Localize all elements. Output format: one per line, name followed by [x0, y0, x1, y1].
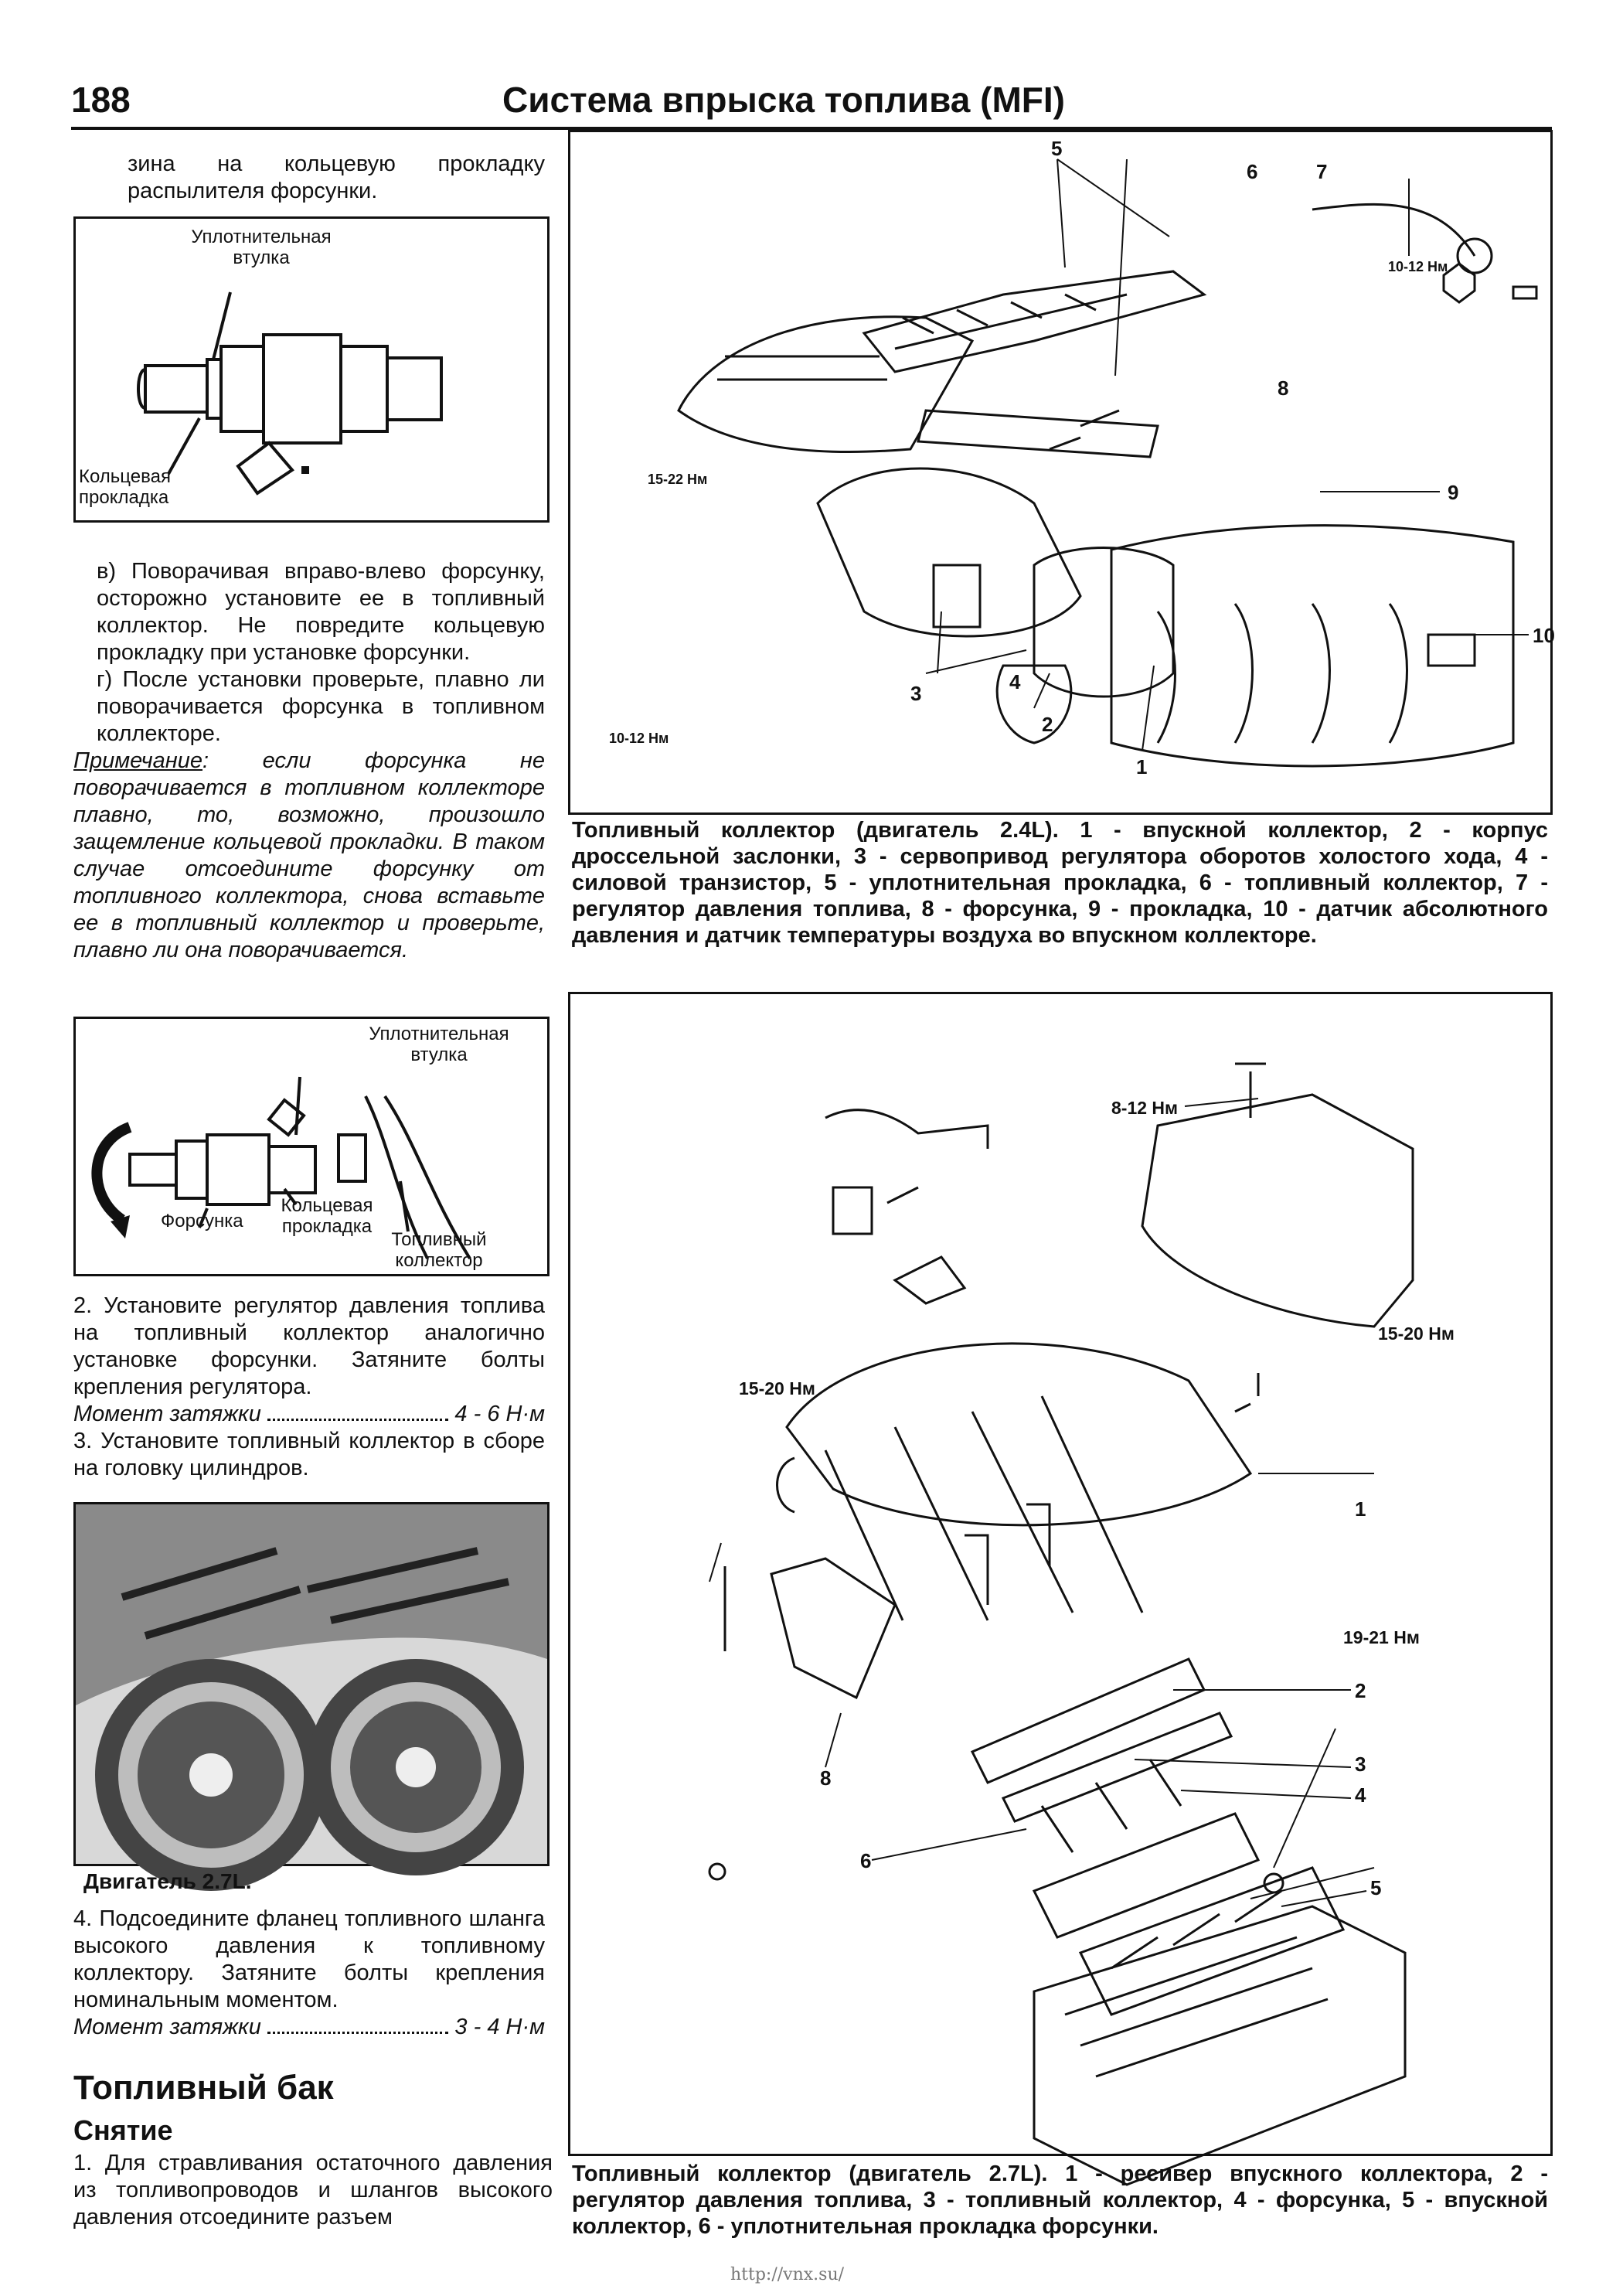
- callout-b1: 1: [1355, 1497, 1366, 1521]
- torque-label-a: 10-12 Нм: [1388, 259, 1448, 274]
- callout-9: 9: [1448, 481, 1458, 504]
- figure-fuel-rail-2-4L: 5 6 7 8 9 10 3 4 2 1 10-12 Нм 15-22 Нм 1…: [568, 130, 1555, 815]
- header-rule: [71, 127, 1552, 130]
- torque-label-f: 15-20 Нм: [739, 1378, 815, 1398]
- torque-line-2: Момент затяжки 3 - 4 Н·м: [73, 2014, 545, 2041]
- callout-b8: 8: [820, 1766, 831, 1790]
- callout-3: 3: [910, 682, 921, 705]
- callout-10: 10: [1533, 624, 1555, 647]
- dot-leader: [267, 2014, 449, 2034]
- section-title-fuel-tank: Топливный бак: [73, 2069, 334, 2107]
- engine-photo-caption: Двигатель 2.7L.: [83, 1869, 252, 1893]
- step2-block: 2. Установите регулятор давления топлива…: [73, 1293, 545, 1482]
- figure-injector-seal: Уплотнительная втулка Кольцевая прокладк…: [73, 216, 550, 523]
- label-o-ring-2: Кольцевая прокладка: [281, 1195, 373, 1237]
- note-paragraph: Примечание: если форсунка не поворачивае…: [73, 748, 545, 964]
- torque-label-d: 8-12 Нм: [1111, 1098, 1178, 1118]
- torque-label-g: 19-21 Нм: [1343, 1627, 1420, 1647]
- callout-5: 5: [1051, 137, 1062, 160]
- injector-rotation-drawing: [91, 1076, 471, 1260]
- footer-url: http://vnx.su/: [730, 2265, 845, 2284]
- note-label: Примечание: [73, 748, 203, 773]
- fuel-rail-2-4L-drawing: 5 6 7 8 9 10 3 4 2 1 10-12 Нм 15-22 Нм 1…: [609, 137, 1555, 778]
- torque-value-1: 4 - 6 Н·м: [454, 1402, 545, 1426]
- torque-line-1: Момент затяжки 4 - 6 Н·м: [73, 1401, 545, 1428]
- callout-b5: 5: [1370, 1876, 1381, 1899]
- torque-label-c: 10-12 Нм: [609, 731, 669, 746]
- torque-label-2: Момент затяжки: [73, 2015, 261, 2039]
- label-seal-bushing-2: Уплотнительная втулка: [369, 1024, 509, 1065]
- callout-7: 7: [1316, 160, 1327, 183]
- figure-injector-rotation: Уплотнительная втулка Форсунка Кольцевая…: [73, 1017, 550, 1276]
- fuel-rail-2-7L-drawing: 1 2 3 4 5 6 8 8-12 Нм 15-20 Нм 15-20 Нм …: [708, 1062, 1455, 2186]
- removal-step-1: 1. Для стравливания остаточного давления…: [73, 2151, 553, 2230]
- engine-photo-drawing: [76, 1504, 547, 1891]
- callout-8: 8: [1278, 376, 1288, 400]
- callout-1: 1: [1136, 755, 1147, 778]
- step-2: 2. Установите регулятор давления топлива…: [73, 1293, 545, 1399]
- torque-label-e: 15-20 Нм: [1378, 1323, 1455, 1344]
- step-4: 4. Подсоедините фланец топливного шланга…: [73, 1906, 545, 2012]
- callout-b6: 6: [860, 1849, 871, 1872]
- figure-engine-2-7L: [73, 1502, 550, 1891]
- callout-b4: 4: [1355, 1783, 1366, 1807]
- figure-fuel-rail-2-7L: 1 2 3 4 5 6 8 8-12 Нм 15-20 Нм 15-20 Нм …: [568, 992, 1553, 2186]
- step-3: 3. Установите топливный коллектор в сбор…: [73, 1429, 545, 1480]
- caption-fuel-rail-2-4L: Топливный коллектор (двигатель 2.4L). 1 …: [572, 818, 1548, 948]
- page-title: Система впрыска топлива (MFI): [502, 80, 1065, 120]
- label-seal-bushing: Уплотнительная втулка: [191, 227, 332, 268]
- torque-label-1: Момент затяжки: [73, 1402, 261, 1426]
- steps-v-g: в) Поворачивая вправо-влево форсунку, ос…: [73, 558, 545, 964]
- callout-b3: 3: [1355, 1753, 1366, 1776]
- callout-2: 2: [1042, 713, 1053, 736]
- callout-6: 6: [1247, 160, 1257, 183]
- label-o-ring: Кольцевая прокладка: [79, 466, 171, 508]
- note-text: : если форсунка не поворачивается в топл…: [73, 748, 545, 962]
- intro-text: зина на кольцевую прокладку распылителя …: [128, 152, 545, 203]
- callout-b2: 2: [1355, 1679, 1366, 1702]
- step-g: г) После установки проверьте, плавно ли …: [97, 667, 545, 746]
- injector-drawing: [137, 291, 443, 496]
- dot-leader: [267, 1401, 449, 1421]
- torque-value-2: 3 - 4 Н·м: [454, 2015, 545, 2039]
- step4-block: 4. Подсоедините фланец топливного шланга…: [73, 1906, 545, 2041]
- page-number: 188: [71, 80, 131, 120]
- step-v: в) Поворачивая вправо-влево форсунку, ос…: [97, 559, 545, 665]
- subsection-title-removal: Снятие: [73, 2114, 173, 2146]
- torque-label-b: 15-22 Нм: [648, 472, 707, 487]
- callout-4: 4: [1009, 670, 1021, 693]
- caption-fuel-rail-2-7L: Топливный коллектор (двигатель 2.7L). 1 …: [572, 2161, 1548, 2239]
